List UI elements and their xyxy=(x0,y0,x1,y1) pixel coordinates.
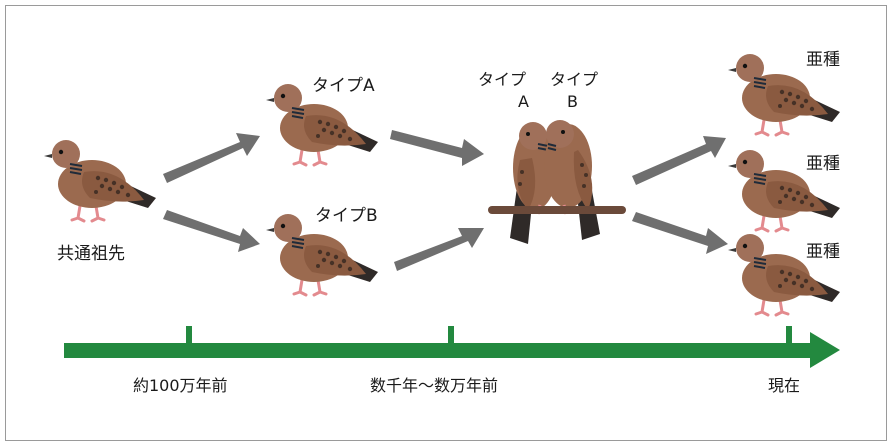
ancestor-dove xyxy=(42,138,158,223)
hybrid-type-a-line2: A xyxy=(518,92,529,111)
hybrid-type-b-line1: タイプ xyxy=(550,70,599,89)
hybrid-type-a-line1: タイプ xyxy=(478,70,527,89)
hybrid-pair xyxy=(510,120,600,244)
flow-arrows xyxy=(163,130,728,271)
ancestor-label: 共通祖先 xyxy=(57,244,125,264)
subspecies-label-3: 亜種 xyxy=(806,242,840,262)
hybrid-type-b-line2: B xyxy=(567,92,578,111)
timeline-label-1: 約100万年前 xyxy=(133,376,228,395)
figure-frame xyxy=(5,5,887,441)
arrow-ancestor-to-b xyxy=(163,210,260,252)
timeline-tick-2 xyxy=(448,326,454,344)
subspecies-label-1: 亜種 xyxy=(806,50,840,70)
arrow-hybrid-to-sub3 xyxy=(632,212,728,254)
arrow-a-to-hybrid xyxy=(390,130,484,166)
type-a-label: タイプA xyxy=(312,76,375,96)
perch-branch xyxy=(488,206,626,214)
type-b-label: タイプB xyxy=(315,206,378,226)
timeline-label-2: 数千年〜数万年前 xyxy=(370,376,499,395)
type-a-dove xyxy=(264,82,380,167)
timeline-label-3: 現在 xyxy=(768,376,801,395)
arrow-ancestor-to-a xyxy=(163,133,260,183)
timeline-tick-1 xyxy=(186,326,192,344)
arrow-hybrid-to-sub1 xyxy=(632,136,726,185)
timeline-arrow xyxy=(64,326,840,368)
arrow-b-to-hybrid xyxy=(394,228,484,271)
timeline-tick-3 xyxy=(786,326,792,344)
subspecies-label-2: 亜種 xyxy=(806,154,840,174)
type-b-dove xyxy=(264,212,380,297)
